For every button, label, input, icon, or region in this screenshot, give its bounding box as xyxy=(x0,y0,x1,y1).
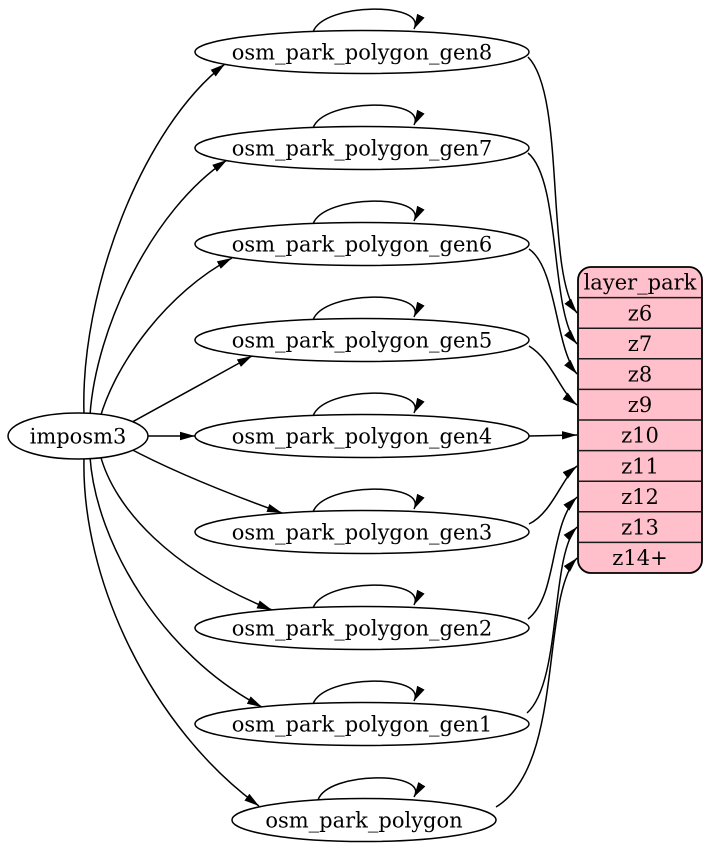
edges-from-source xyxy=(83,63,283,807)
edge-gen6-to-z8 xyxy=(528,248,578,375)
row-z10: z10 xyxy=(621,424,659,448)
gen8-ellipse xyxy=(194,29,530,75)
gen5-ellipse xyxy=(194,317,530,363)
self-loop-gen8 xyxy=(312,8,425,33)
node-layer-park: layer_park z6 z7 z8 z9 z10 z11 z12 z13 z… xyxy=(577,266,703,574)
imposm3-label: imposm3 xyxy=(30,424,127,448)
imposm3-ellipse xyxy=(7,412,149,460)
gen2-label: osm_park_polygon_gen2 xyxy=(232,616,493,640)
node-osm-park-polygon-gen4: osm_park_polygon_gen4 xyxy=(194,413,530,459)
edge-gen1-to-z13 xyxy=(526,526,578,714)
self-loops xyxy=(312,8,426,801)
self-loop-gen5 xyxy=(312,296,425,321)
gen6-label: osm_park_polygon_gen6 xyxy=(232,232,493,256)
edge-imposm3-to-gen8 xyxy=(83,63,226,415)
node-osm-park-polygon-gen3: osm_park_polygon_gen3 xyxy=(194,509,530,555)
row-z14plus: z14+ xyxy=(612,546,667,570)
row-z7: z7 xyxy=(628,332,652,356)
polygon-label: osm_park_polygon xyxy=(265,808,462,832)
row-z9: z9 xyxy=(628,393,652,417)
edge-imposm3-to-gen6 xyxy=(99,257,233,419)
edges-to-layer xyxy=(495,56,578,808)
edge-gen7-to-z7 xyxy=(527,152,578,345)
node-osm-park-polygon-gen1: osm_park_polygon_gen1 xyxy=(194,701,530,747)
gen7-ellipse xyxy=(194,125,530,171)
self-loop-gen2 xyxy=(312,584,425,609)
node-osm-park-polygon-gen7: osm_park_polygon_gen7 xyxy=(194,125,530,171)
node-imposm3: imposm3 xyxy=(7,412,149,460)
edge-gen8-to-z6 xyxy=(527,56,578,314)
gen8-label: osm_park_polygon_gen8 xyxy=(232,40,493,64)
edge-imposm3-to-gen5 xyxy=(124,355,253,427)
edge-polygon-to-z14 xyxy=(495,557,578,808)
gen3-ellipse xyxy=(194,509,530,555)
gen3-label: osm_park_polygon_gen3 xyxy=(232,520,493,544)
row-z13: z13 xyxy=(621,515,659,539)
gen4-ellipse xyxy=(194,413,530,459)
node-osm-park-polygon-gen8: osm_park_polygon_gen8 xyxy=(194,29,530,75)
self-loop-gen1 xyxy=(312,680,425,705)
gen6-ellipse xyxy=(194,221,530,267)
gen5-label: osm_park_polygon_gen5 xyxy=(232,328,493,352)
row-z8: z8 xyxy=(628,362,652,386)
edge-imposm3-to-gen3 xyxy=(124,445,283,514)
gen4-label: osm_park_polygon_gen4 xyxy=(232,424,493,448)
self-loop-gen7 xyxy=(312,104,425,129)
gen1-label: osm_park_polygon_gen1 xyxy=(232,712,493,736)
edge-imposm3-to-gen2 xyxy=(99,453,273,611)
node-osm-park-polygon-gen6: osm_park_polygon_gen6 xyxy=(194,221,530,267)
layer-park-title: layer_park xyxy=(584,271,697,295)
self-loop-gen6 xyxy=(312,200,425,225)
gen2-ellipse xyxy=(194,605,530,651)
edge-gen5-to-z9 xyxy=(528,345,578,406)
self-loop-gen3 xyxy=(312,488,425,513)
gen1-ellipse xyxy=(194,701,530,747)
node-osm-park-polygon: osm_park_polygon xyxy=(231,797,497,843)
node-osm-park-polygon-gen5: osm_park_polygon_gen5 xyxy=(194,317,530,363)
self-loop-gen4 xyxy=(312,392,425,417)
edge-gen2-to-z12 xyxy=(527,496,578,620)
node-osm-park-polygon-gen2: osm_park_polygon_gen2 xyxy=(194,605,530,651)
gen7-label: osm_park_polygon_gen7 xyxy=(232,136,493,160)
edge-imposm3-to-gen7 xyxy=(89,159,228,416)
row-z12: z12 xyxy=(621,485,659,509)
edge-imposm3-to-polygon xyxy=(83,457,260,807)
row-z11: z11 xyxy=(621,454,659,478)
self-loop-polygon xyxy=(317,777,426,801)
row-z6: z6 xyxy=(628,301,652,325)
polygon-ellipse xyxy=(231,797,497,843)
edge-imposm3-to-gen1 xyxy=(89,456,263,708)
edge-gen4-to-z10 xyxy=(528,431,578,440)
edge-gen3-to-z11 xyxy=(528,465,578,525)
